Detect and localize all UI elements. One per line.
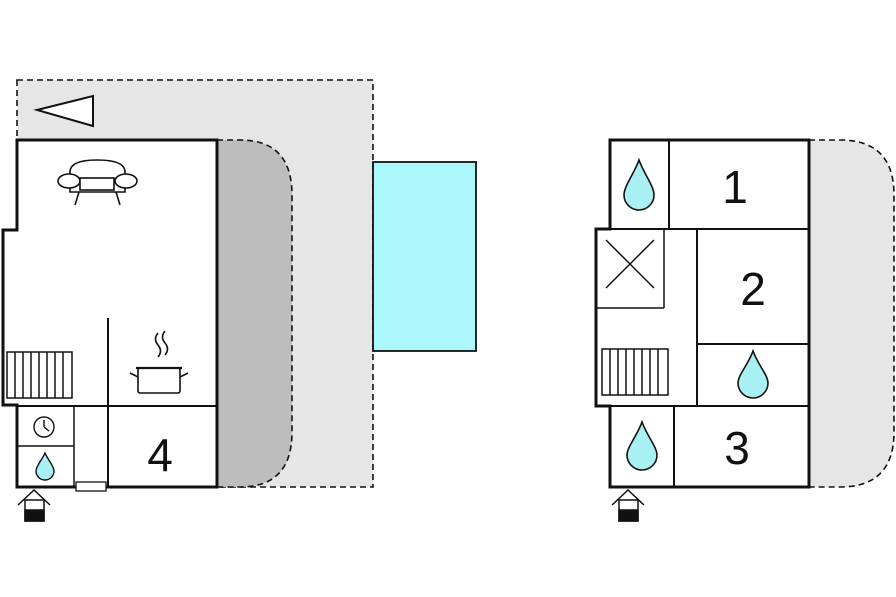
ground-interior-walls (17, 318, 217, 487)
water-drop-icon (626, 419, 658, 471)
room-label-4: 4 (147, 429, 173, 481)
clock-icon (33, 416, 55, 438)
entrance-icon (611, 488, 645, 522)
stairs-icon (6, 351, 73, 399)
swimming-pool (372, 161, 477, 352)
door-threshold (75, 481, 107, 492)
room-label-3: 3 (724, 422, 750, 474)
upper-floor: 1 2 3 (594, 138, 895, 522)
room-label-2: 2 (740, 263, 766, 315)
covered-terrace (216, 139, 293, 488)
water-drop-icon (35, 451, 55, 481)
cooking-pot-icon (129, 330, 189, 394)
stairs-icon (601, 348, 669, 396)
water-drop-icon (737, 348, 769, 399)
sofa-icon (57, 159, 138, 206)
upper-interior-walls (596, 140, 809, 487)
north-arrow-icon (33, 94, 94, 128)
void-icon (605, 239, 655, 289)
water-drop-icon (623, 157, 655, 211)
entrance-icon (17, 488, 51, 522)
ground-floor: 4 (1, 79, 374, 522)
upper-terrace (808, 139, 895, 488)
room-label-1: 1 (722, 161, 748, 213)
